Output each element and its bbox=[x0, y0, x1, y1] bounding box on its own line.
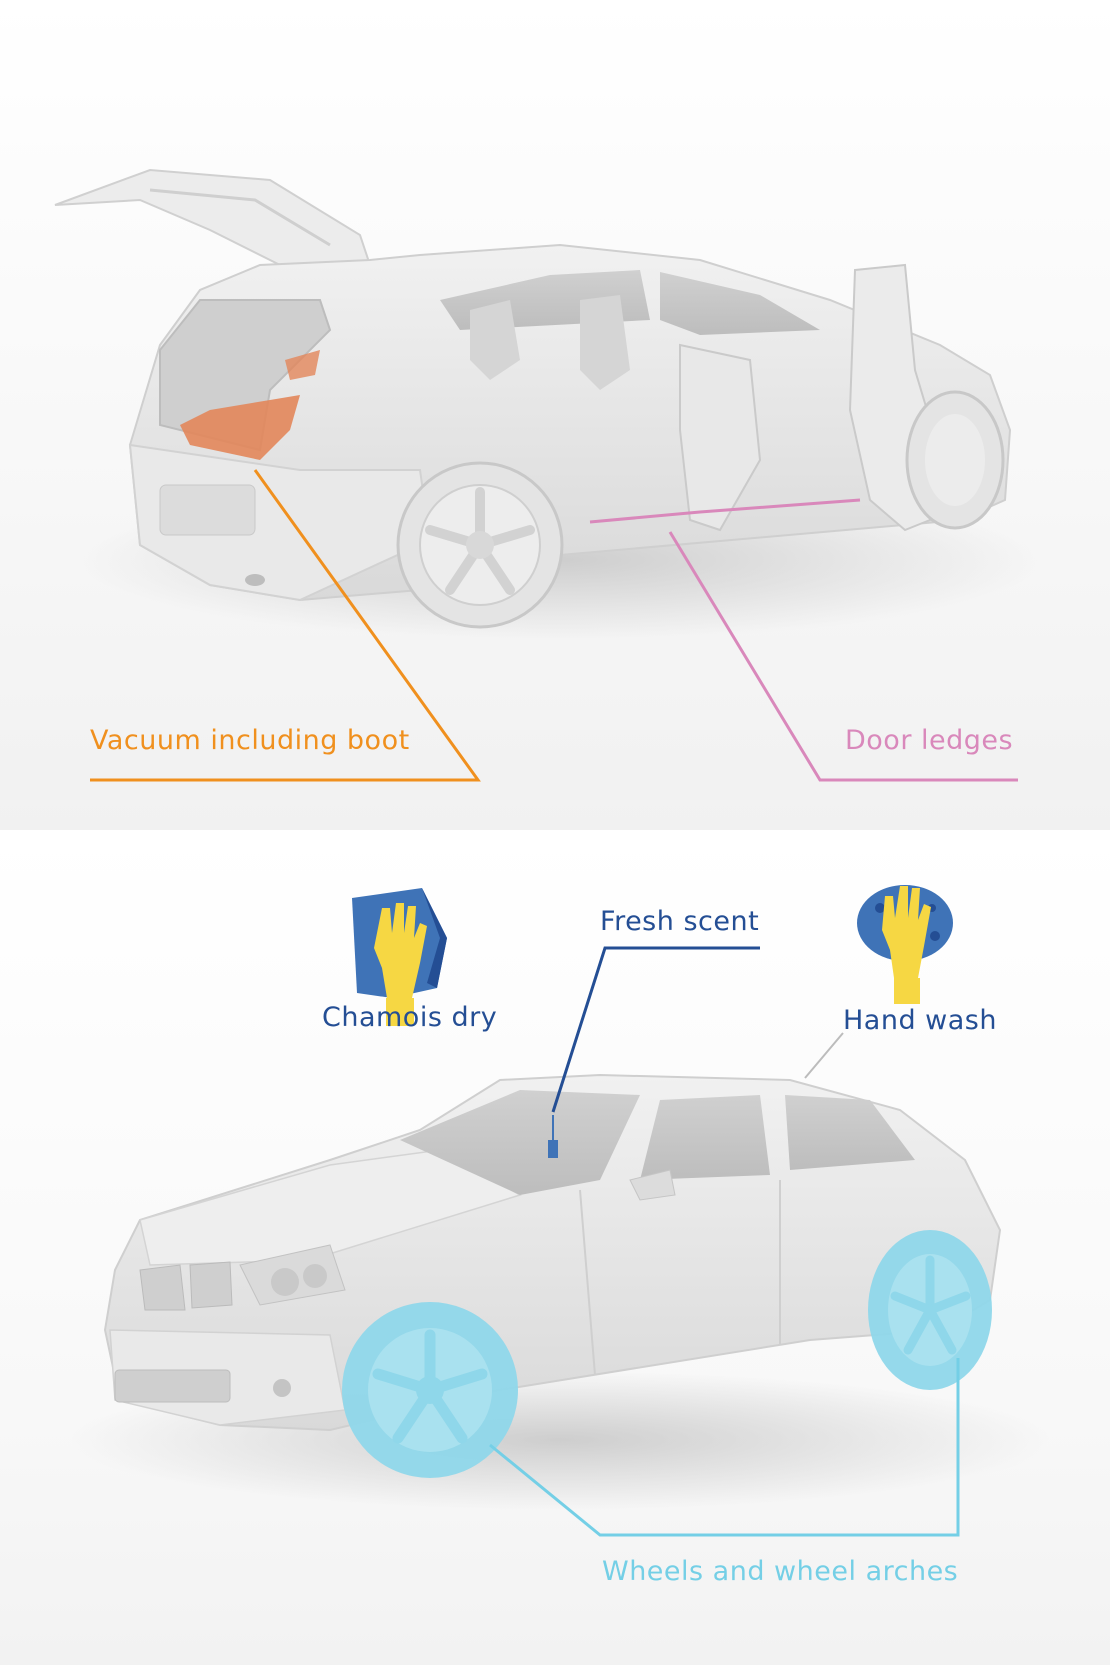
fresh-scent-callout-line bbox=[551, 946, 760, 1113]
rear-view-car bbox=[54, 168, 1040, 640]
glove-with-cloth-icon bbox=[352, 888, 447, 1026]
chamois-dry-label: Chamois dry bbox=[322, 1002, 498, 1033]
glove-with-sponge-icon bbox=[857, 885, 953, 1004]
wheels-label: Wheels and wheel arches bbox=[602, 1556, 959, 1587]
vacuum-callout-line bbox=[90, 469, 481, 782]
wheels-callout-line bbox=[489, 1358, 960, 1537]
hand-wash-label: Hand wash bbox=[843, 1005, 997, 1036]
vacuum-label: Vacuum including boot bbox=[90, 725, 410, 756]
door-ledges-label: Door ledges bbox=[845, 725, 1014, 756]
panel-divider bbox=[0, 830, 1110, 834]
hand-wash-callout-line bbox=[804, 1032, 844, 1079]
front-view-car bbox=[70, 1073, 1050, 1510]
fresh-scent-label: Fresh scent bbox=[600, 906, 760, 937]
door-ledges-callout-line bbox=[668, 531, 1018, 782]
